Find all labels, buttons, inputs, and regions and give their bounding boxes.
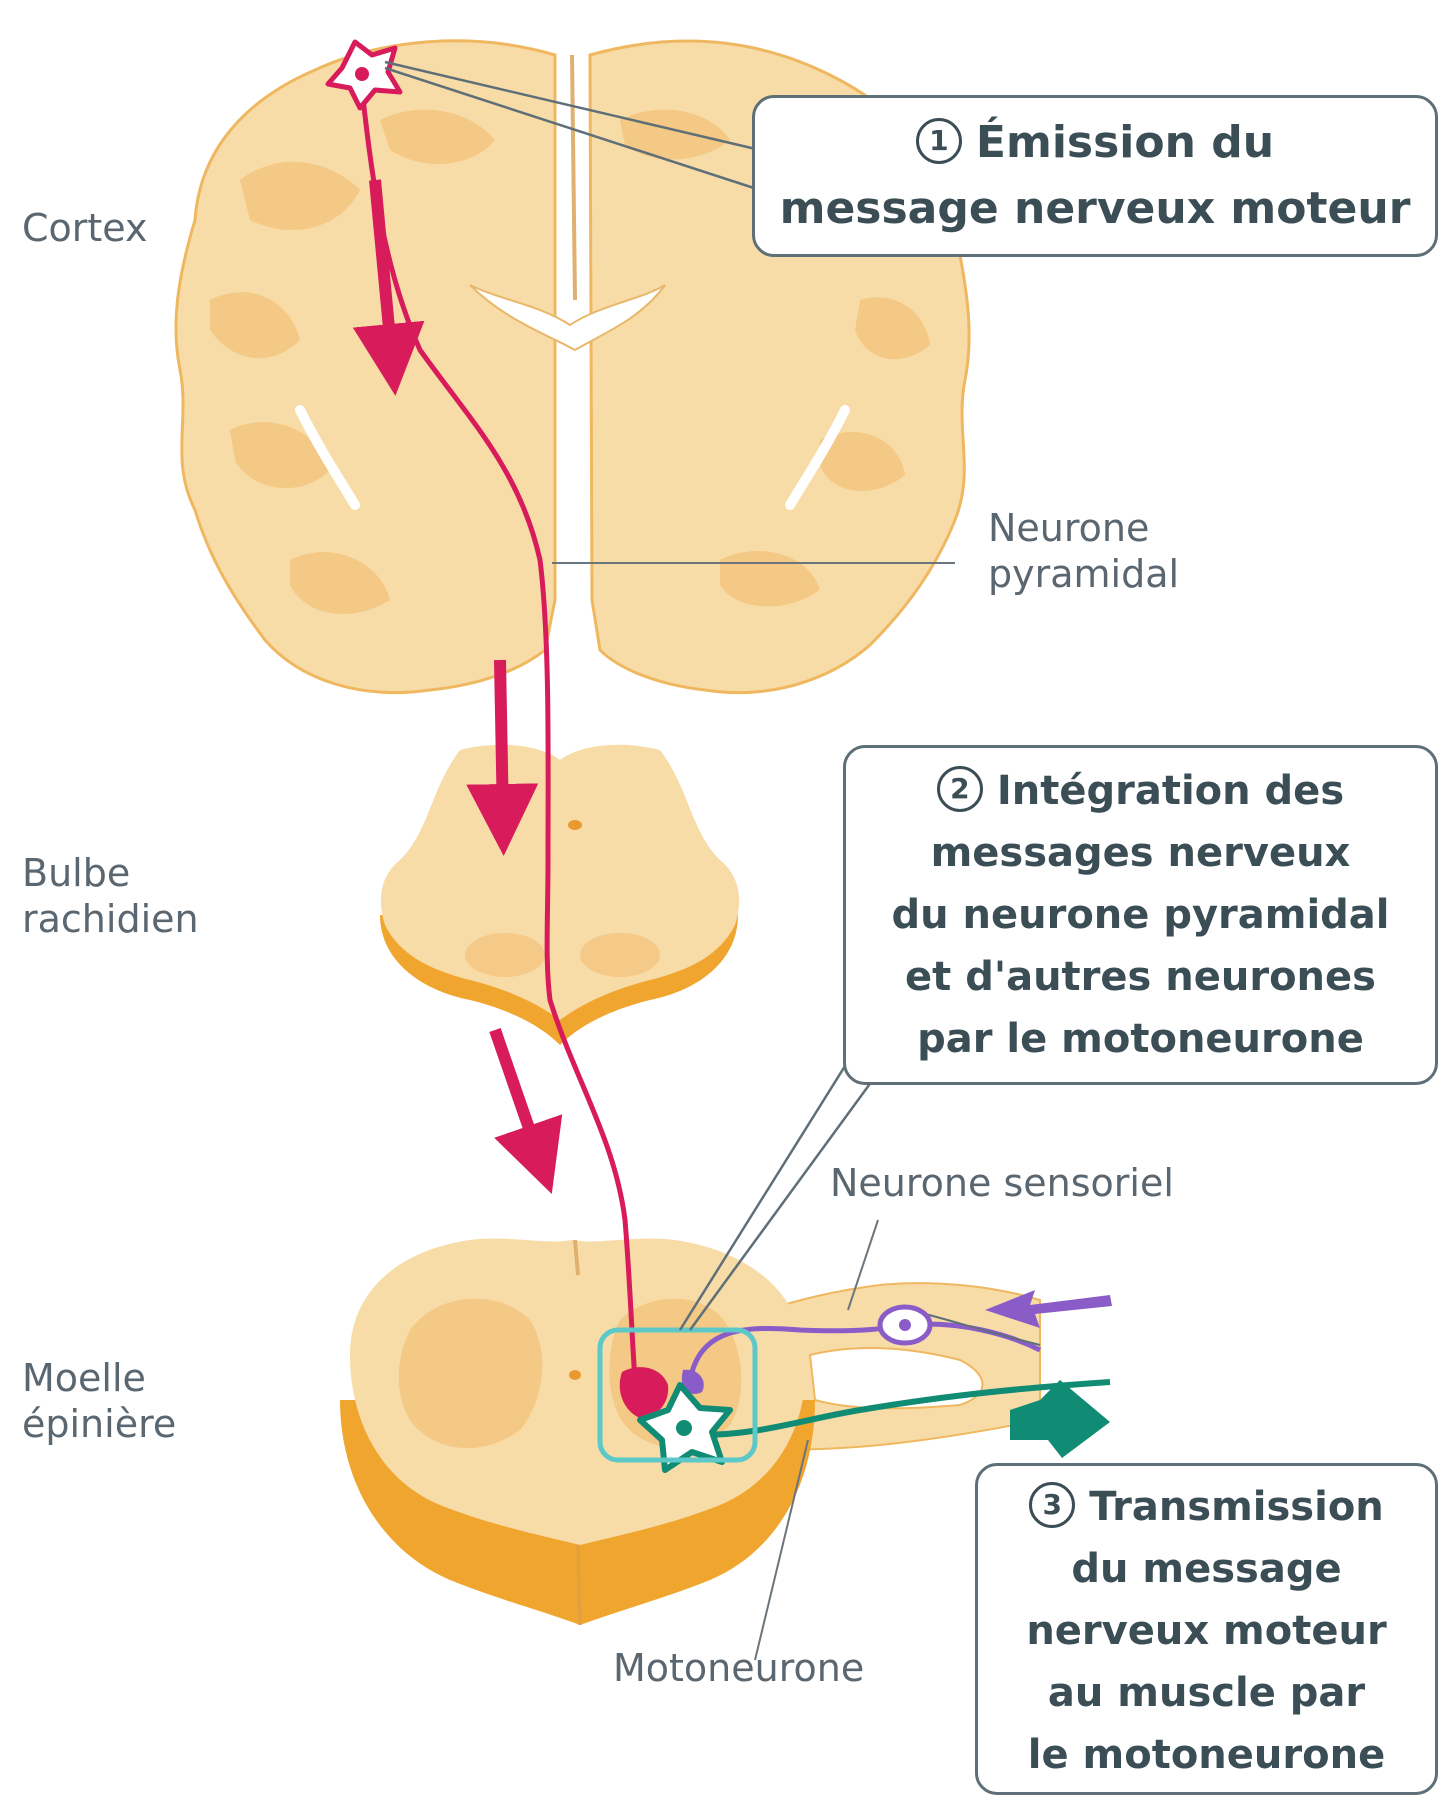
- label-cortex: Cortex: [22, 205, 148, 251]
- medulla-canal: [568, 820, 582, 830]
- step-3-number: 3: [1029, 1482, 1075, 1528]
- step-3-line1: 3 Transmission: [978, 1476, 1435, 1538]
- label-bulbe-line2: rachidien: [22, 896, 199, 942]
- medulla-nucleus-right: [580, 933, 660, 977]
- step-2-line1: 2 Intégration des: [846, 760, 1435, 822]
- step-2-line5: par le motoneurone: [846, 1008, 1435, 1070]
- step-1-callout: 1 Émission du message nerveux moteur: [752, 95, 1438, 257]
- longitudinal-fissure: [572, 55, 575, 300]
- label-moelle-line1: Moelle: [22, 1355, 176, 1401]
- step-1-line1: 1 Émission du: [755, 110, 1435, 176]
- step-1-line2: message nerveux moteur: [755, 176, 1435, 242]
- step-2-callout: 2 Intégration des messages nerveux du neu…: [843, 745, 1438, 1085]
- label-bulbe-line1: Bulbe: [22, 850, 199, 896]
- flow-arrow-moelle: [495, 1030, 540, 1160]
- step-1-number: 1: [916, 118, 962, 164]
- label-moelle-line2: épinière: [22, 1401, 176, 1447]
- label-neurone-sensoriel: Neurone sensoriel: [830, 1160, 1174, 1206]
- label-neurone-pyramidal-line2: pyramidal: [988, 551, 1179, 597]
- step-2-line2: messages nerveux: [846, 822, 1435, 884]
- cord-fissure-bottom: [578, 1545, 580, 1625]
- step-3-line2: du message: [978, 1538, 1435, 1600]
- motoneurone-nucleus: [676, 1420, 692, 1436]
- step-2-line3: du neurone pyramidal: [846, 884, 1435, 946]
- pyramidal-nucleus: [355, 67, 369, 81]
- label-neurone-pyramidal: Neurone pyramidal: [988, 505, 1179, 597]
- step-1-title: Émission du: [976, 117, 1274, 168]
- sensory-nucleus: [899, 1319, 911, 1331]
- step-2-number: 2: [937, 766, 983, 812]
- label-bulbe: Bulbe rachidien: [22, 850, 199, 942]
- label-motoneurone: Motoneurone: [613, 1645, 864, 1691]
- step-3-line5: le motoneurone: [978, 1724, 1435, 1786]
- step-3-line3: nerveux moteur: [978, 1600, 1435, 1662]
- step-3-line4: au muscle par: [978, 1662, 1435, 1724]
- central-canal: [569, 1370, 581, 1380]
- medulla-nucleus-left: [465, 933, 545, 977]
- label-neurone-pyramidal-line1: Neurone: [988, 505, 1179, 551]
- medulla-section: [380, 745, 739, 1045]
- step-2-line4: et d'autres neurones: [846, 946, 1435, 1008]
- label-moelle: Moelle épinière: [22, 1355, 176, 1447]
- step-3-title: Transmission: [1089, 1484, 1384, 1530]
- step-2-title: Intégration des: [997, 768, 1344, 814]
- flow-arrow-bulbe: [500, 660, 503, 820]
